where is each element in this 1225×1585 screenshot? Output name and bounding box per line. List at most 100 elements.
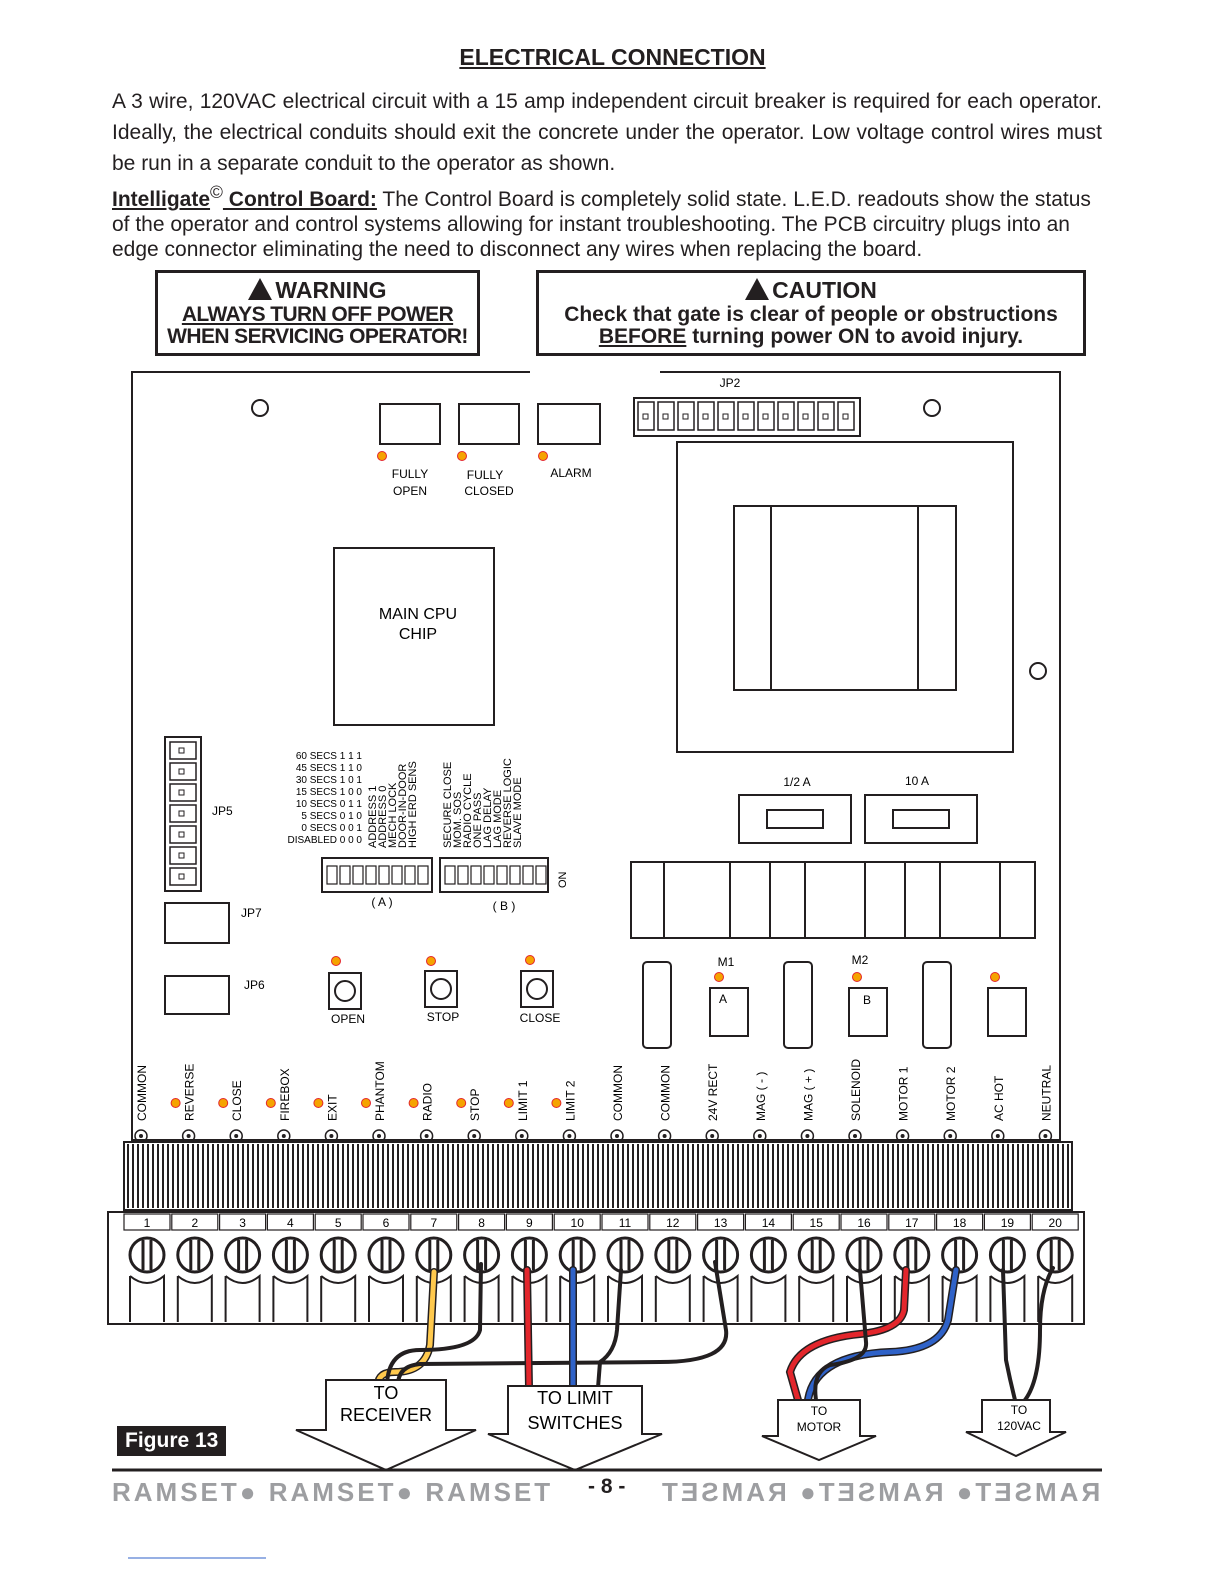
dip-function-label: RADIO CYCLE bbox=[462, 773, 474, 848]
terminal-screw[interactable] bbox=[654, 1236, 692, 1274]
transformer bbox=[676, 441, 1014, 753]
dip-switch-b-toggle[interactable] bbox=[457, 865, 469, 885]
input-led bbox=[170, 1098, 181, 1108]
dip-switch-a-toggle[interactable] bbox=[404, 865, 416, 885]
jp2-pin bbox=[717, 401, 735, 431]
brand-name: Intelligate bbox=[112, 188, 211, 211]
timer-table-row: 30 SECS 1 0 1 bbox=[296, 775, 363, 786]
terminal-number-box bbox=[362, 1213, 410, 1231]
terminal-screw[interactable] bbox=[941, 1236, 979, 1274]
terminal-number: 12 bbox=[666, 1216, 680, 1230]
dip-switch-b-toggle[interactable] bbox=[509, 865, 521, 885]
terminal-screw[interactable] bbox=[176, 1236, 214, 1274]
terminal-number: 20 bbox=[1049, 1216, 1063, 1230]
terminal-number-box bbox=[649, 1213, 697, 1231]
dip-switch-b-toggle[interactable] bbox=[535, 865, 547, 885]
terminal-screw[interactable] bbox=[702, 1236, 740, 1274]
dip-on-label: ON bbox=[557, 871, 569, 888]
transformer-core bbox=[733, 505, 957, 691]
close-button[interactable] bbox=[520, 955, 554, 1008]
dip-switch-b-toggle[interactable] bbox=[496, 865, 508, 885]
to-120vac-arrow bbox=[965, 1399, 1067, 1458]
terminal-screw[interactable] bbox=[128, 1236, 166, 1274]
dip-function-label: MECH LOCK bbox=[387, 782, 399, 848]
terminal-number: 6 bbox=[383, 1216, 390, 1230]
terminal-number: 10 bbox=[571, 1216, 585, 1230]
dip-switch-a-toggle[interactable] bbox=[391, 865, 403, 885]
jp5-pin bbox=[169, 762, 197, 781]
motor-label-1: TO bbox=[811, 1404, 827, 1418]
terminal-screw[interactable] bbox=[988, 1236, 1026, 1274]
jp5-pin bbox=[169, 783, 197, 802]
terminal-screw[interactable] bbox=[1036, 1236, 1074, 1274]
dip-function-label: MOM. SOS bbox=[452, 792, 464, 848]
input-led bbox=[361, 1098, 371, 1108]
terminal-screw[interactable] bbox=[845, 1236, 883, 1274]
cpu-label-2: CHIP bbox=[399, 626, 437, 643]
terminal-screw[interactable] bbox=[606, 1236, 644, 1274]
vac-label-1: TO bbox=[1011, 1403, 1027, 1417]
terminal-screw[interactable] bbox=[415, 1236, 453, 1274]
dip-switch-a-toggle[interactable] bbox=[339, 865, 351, 885]
terminal-number-box bbox=[744, 1213, 793, 1231]
input-led bbox=[503, 1098, 514, 1108]
terminal-block bbox=[107, 1211, 1085, 1325]
motor-label-2: MOTOR bbox=[797, 1420, 842, 1434]
input-led bbox=[551, 1098, 562, 1108]
dip-switch-b-toggle[interactable] bbox=[483, 865, 495, 885]
terminal-number-box bbox=[505, 1213, 553, 1231]
terminal-screw[interactable] bbox=[367, 1236, 405, 1274]
terminal-screw[interactable] bbox=[558, 1236, 596, 1274]
dip-switch-a-toggle[interactable] bbox=[352, 865, 364, 885]
terminal-number-box bbox=[458, 1213, 506, 1231]
dip-switch-b-toggle[interactable] bbox=[444, 865, 456, 885]
terminal-label: REVERSE bbox=[183, 1064, 197, 1121]
terminal-screw[interactable] bbox=[271, 1236, 309, 1274]
control-board-outline bbox=[131, 371, 1061, 1141]
terminal-number-box bbox=[314, 1213, 362, 1231]
led-label-alarm: ALARM bbox=[550, 466, 591, 480]
to-motor-arrow bbox=[761, 1399, 877, 1462]
board-notch bbox=[530, 366, 660, 376]
terminal-label: 24V RECT bbox=[706, 1063, 720, 1121]
dip-switch-a-toggle[interactable] bbox=[326, 865, 338, 885]
terminal-screw[interactable] bbox=[893, 1236, 931, 1274]
terminal-screw[interactable] bbox=[797, 1236, 835, 1274]
dip-function-label: SLAVE MODE bbox=[512, 777, 524, 848]
page-title: ELECTRICAL CONNECTION bbox=[459, 44, 766, 70]
jp2-pin bbox=[737, 401, 755, 431]
terminal-number: 5 bbox=[335, 1216, 342, 1230]
relay-a-label: A bbox=[719, 992, 727, 1006]
terminal-screw[interactable] bbox=[319, 1236, 357, 1274]
dip-switch-a-toggle[interactable] bbox=[417, 865, 429, 885]
dip-switch-b-toggle[interactable] bbox=[470, 865, 482, 885]
terminal-screw[interactable] bbox=[749, 1236, 787, 1274]
warning-line-2: WHEN SERVICING OPERATOR! bbox=[167, 325, 468, 348]
dip-function-label: REVERSE LOGIC bbox=[502, 758, 514, 848]
terminal-number: 4 bbox=[287, 1216, 294, 1230]
dip-switch-a-toggle[interactable] bbox=[378, 865, 390, 885]
terminal-screw[interactable] bbox=[224, 1236, 262, 1274]
jp5-pin bbox=[169, 804, 197, 823]
terminal-number: 3 bbox=[239, 1216, 246, 1230]
control-board-paragraph: Intelligate© Control Board: The Control … bbox=[112, 180, 1102, 262]
stop-button[interactable] bbox=[424, 956, 458, 1008]
terminal-label: MOTOR 1 bbox=[897, 1066, 911, 1121]
warning-line-1: ALWAYS TURN OFF POWER bbox=[181, 303, 454, 326]
caution-line-1: Check that gate is clear of people or ob… bbox=[564, 303, 1058, 326]
dip-function-label: ADDRESS 0 bbox=[377, 786, 389, 848]
terminal-number: 16 bbox=[857, 1216, 871, 1230]
terminal-number: 2 bbox=[191, 1216, 198, 1230]
jp5-pin bbox=[169, 846, 197, 865]
jp5-label: JP5 bbox=[212, 804, 233, 818]
jp2-pin bbox=[797, 401, 815, 431]
terminal-number: 8 bbox=[478, 1216, 485, 1230]
open-button[interactable] bbox=[328, 956, 362, 1010]
warning-title: WARNING bbox=[275, 277, 387, 303]
dip-switch-a-toggle[interactable] bbox=[365, 865, 377, 885]
dip-switch-b-toggle[interactable] bbox=[522, 865, 534, 885]
timer-table-row: 10 SECS 0 1 1 bbox=[296, 799, 363, 810]
